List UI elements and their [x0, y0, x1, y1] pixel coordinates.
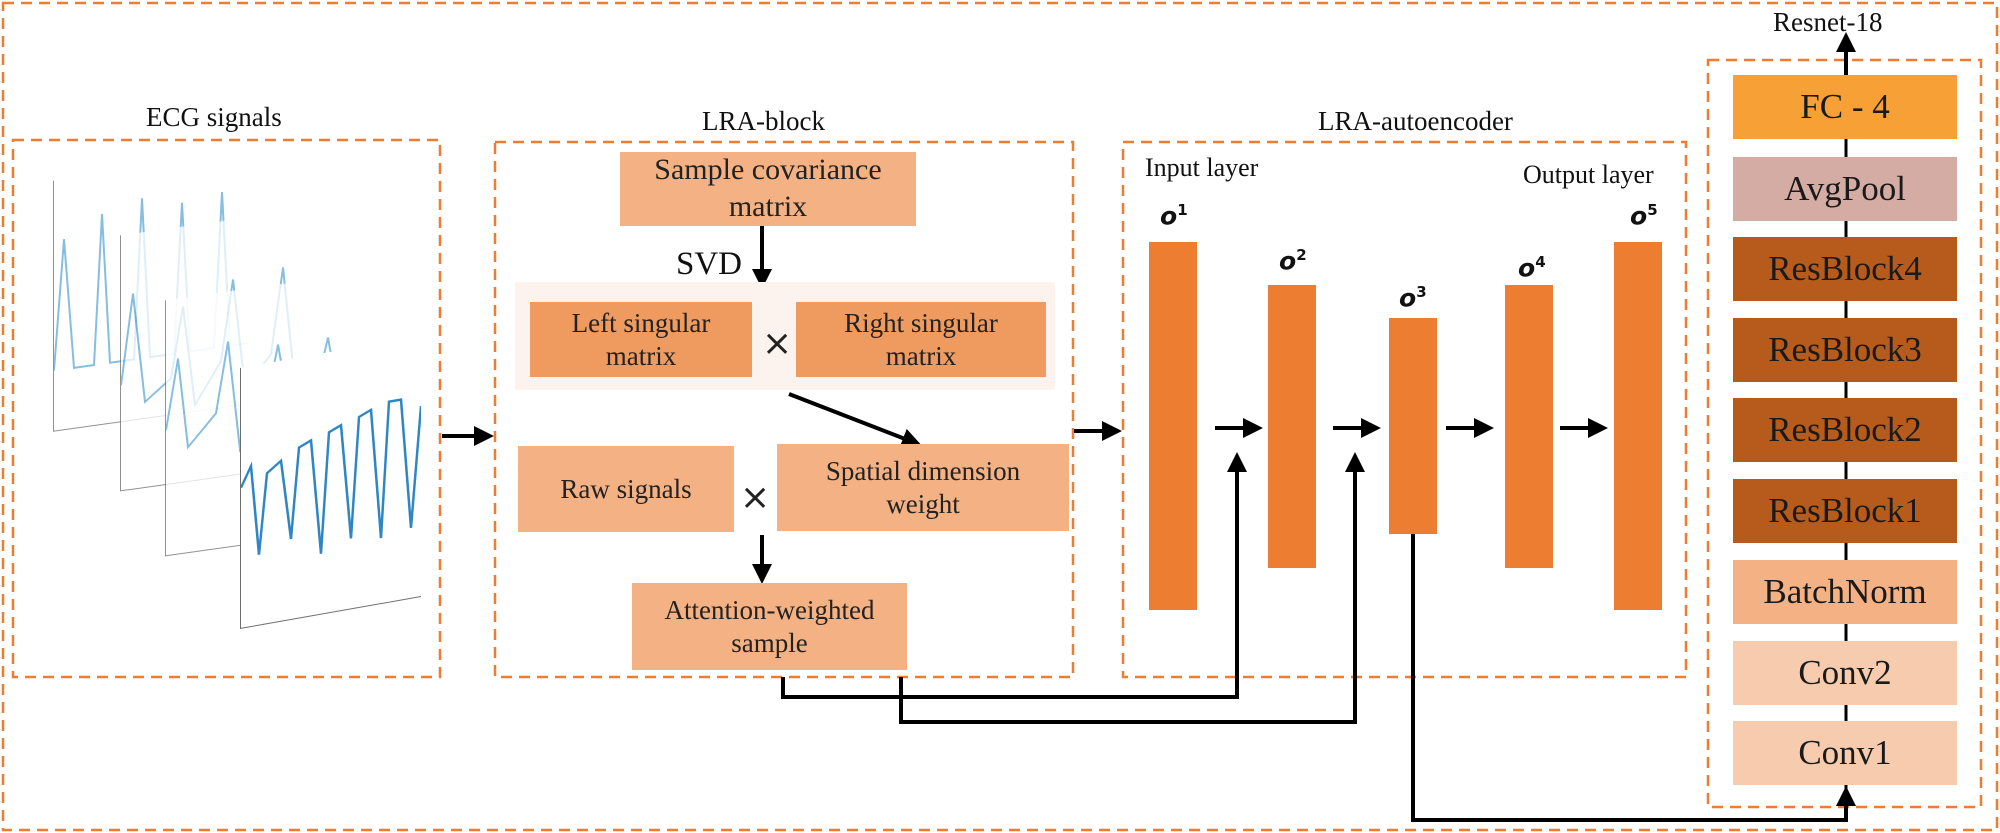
ecg-signals-title: ECG signals	[146, 102, 282, 132]
layer-o3-bar	[1389, 318, 1437, 534]
arrow-singular-to-weight	[788, 392, 922, 448]
lra-block-dashed-frame	[493, 140, 1075, 679]
ecg-dashed-frame	[11, 138, 442, 679]
resnet-block-batchnorm: BatchNorm	[1733, 560, 1957, 624]
resnet-block-resblock1: ResBlock1	[1733, 479, 1957, 543]
right-singular-box: Right singular matrix	[796, 302, 1046, 377]
skip-connection-1	[781, 452, 1247, 699]
attention-sample-box: Attention-weighted sample	[632, 583, 907, 670]
lra-autoencoder-dashed-frame	[1121, 140, 1688, 679]
layer-o5-bar	[1614, 242, 1662, 610]
lra-block-title: LRA-block	[702, 106, 825, 136]
left-singular-box: Left singular matrix	[530, 302, 752, 377]
layer-o2-bar	[1268, 285, 1316, 568]
resnet-block-resblock2: ResBlock2	[1733, 398, 1957, 462]
layer-o2-label: o2	[1279, 246, 1307, 276]
sample-covariance-box: Sample covariance matrix	[620, 152, 916, 226]
ecg-signal-stack	[15, 142, 438, 675]
layer-o3-label: o3	[1399, 283, 1427, 313]
spatial-weight-box: Spatial dimension weight	[777, 444, 1069, 531]
resnet-block-conv1: Conv1	[1733, 721, 1957, 785]
layer-o5-label: o5	[1630, 201, 1658, 231]
resnet-block-resblock4: ResBlock4	[1733, 237, 1957, 301]
resnet-title: Resnet-18	[1773, 7, 1883, 37]
output-layer-label: Output layer	[1523, 160, 1654, 189]
bottleneck-to-resnet	[1411, 534, 1856, 822]
layer-o1-bar	[1149, 242, 1197, 610]
resnet-block-fc4: FC - 4	[1733, 75, 1957, 139]
svd-label: SVD	[676, 246, 743, 282]
multiply-symbol-2: ×	[740, 477, 771, 518]
layer-o1-label: o1	[1160, 201, 1188, 231]
raw-signals-box: Raw signals	[518, 446, 734, 532]
input-layer-label: Input layer	[1145, 153, 1259, 182]
layer-o4-bar	[1505, 285, 1553, 568]
skip-connection-2	[899, 452, 1365, 724]
resnet-block-conv2: Conv2	[1733, 641, 1957, 705]
resnet-block-resblock3: ResBlock3	[1733, 318, 1957, 382]
multiply-symbol-1: ×	[762, 323, 793, 364]
lra-autoencoder-title: LRA-autoencoder	[1318, 106, 1513, 136]
layer-o4-label: o4	[1518, 253, 1546, 283]
ecg-sheet-4	[240, 336, 421, 629]
resnet-block-avgpool: AvgPool	[1733, 157, 1957, 221]
